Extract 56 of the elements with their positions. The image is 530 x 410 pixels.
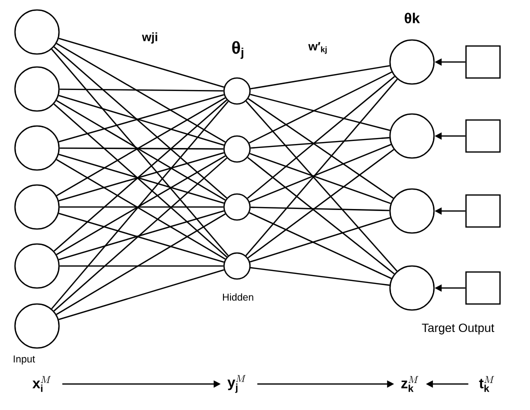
- neuron-circle: [14, 66, 60, 112]
- neuron-circle: [14, 184, 60, 230]
- connection-line: [56, 42, 226, 143]
- weight-label: w′$_{kj}$: [308, 42, 327, 54]
- neuron-circle: [223, 135, 251, 163]
- connection-line: [248, 72, 392, 144]
- connection-line: [60, 265, 224, 267]
- connection-line: [247, 76, 395, 199]
- target-box: [465, 119, 501, 153]
- neuron-circle: [14, 303, 60, 349]
- connection-line: [249, 144, 392, 202]
- neuron-circle: [389, 265, 435, 311]
- connection-line: [248, 148, 394, 258]
- neuron-circle: [223, 193, 251, 221]
- connection-line: [56, 213, 226, 315]
- target-box: [465, 194, 501, 228]
- variable-symbol: $\mathbf{y}^{M}_{\mathbf{j}}$: [227, 375, 246, 393]
- weight-label: wji: [142, 32, 158, 44]
- connection-line: [51, 100, 229, 310]
- target-box: [465, 271, 501, 305]
- neuron-circle: [389, 188, 435, 234]
- target-box: [465, 45, 501, 79]
- neuron-circle: [389, 113, 435, 159]
- variable-symbol: $\mathbf{t}^{M}_{\mathbf{k}}$: [479, 376, 494, 392]
- neuron-circle: [14, 9, 60, 55]
- connection-line: [60, 88, 224, 92]
- connection-line: [247, 156, 395, 274]
- connection-line: [250, 137, 390, 149]
- connection-line: [250, 65, 390, 90]
- connection-line: [250, 206, 390, 212]
- neuron-circle: [389, 39, 435, 85]
- connection-line: [51, 48, 229, 256]
- neuron-circle: [14, 243, 60, 289]
- variable-symbol: $\mathbf{z}^{M}_{\mathbf{k}}$: [401, 376, 418, 392]
- neuron-circle: [223, 77, 251, 105]
- connection-line: [60, 147, 224, 150]
- connection-line: [249, 212, 392, 280]
- connection-line: [250, 94, 390, 131]
- connection-line: [250, 217, 391, 263]
- connection-line: [54, 46, 228, 198]
- layer-label: Target Output: [422, 324, 494, 334]
- layer-label: Hidden: [222, 293, 254, 301]
- connection-line: [58, 38, 224, 88]
- connection-line: [248, 98, 394, 199]
- connection-line: [58, 269, 224, 320]
- bias-label: θ$_{j}$: [232, 41, 244, 59]
- neuron-circle: [223, 252, 251, 280]
- connection-line: [250, 267, 390, 286]
- bias-label: θk: [404, 12, 420, 24]
- connection-line: [54, 158, 228, 312]
- connection-line: [250, 152, 391, 204]
- neuron-circle: [14, 125, 60, 171]
- connection-line: [245, 78, 398, 256]
- connection-line: [246, 100, 398, 272]
- variable-symbol: $\mathbf{x}^{M}_{\mathbf{i}}$: [32, 376, 51, 392]
- connection-line: [60, 206, 224, 208]
